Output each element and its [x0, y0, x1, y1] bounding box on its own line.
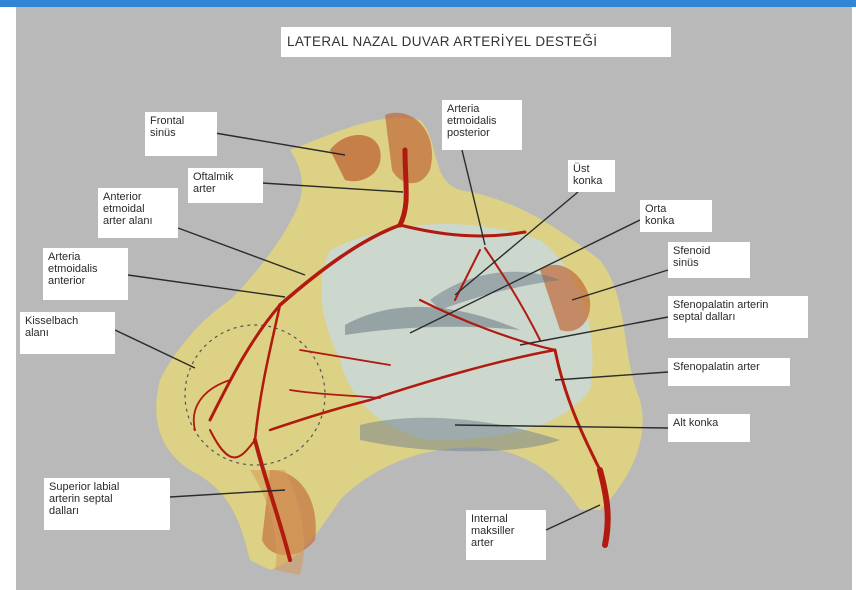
label-internal-maksiller-arter: Internal maksiller arter	[466, 510, 546, 560]
label-sfenopalatin-arter: Sfenopalatin arter	[668, 358, 790, 386]
diagram-title: LATERAL NAZAL DUVAR ARTERİYEL DESTEĞİ	[281, 27, 671, 57]
label-arteria-etmoidalis-anterior: Arteria etmoidalis anterior	[43, 248, 128, 300]
label-kisselbach-alani: Kisselbach alanı	[20, 312, 115, 354]
label-sfenoid-sinus: Sfenoid sinüs	[668, 242, 750, 278]
label-superior-labial: Superior labial arterin septal dalları	[44, 478, 170, 530]
label-frontal-sinus: Frontal sinüs	[145, 112, 217, 156]
label-orta-konka: Orta konka	[640, 200, 712, 232]
label-sfenopalatin-septal-dallari: Sfenopalatin arterin septal dalları	[668, 296, 808, 338]
label-anterior-etmoidal-arter-alani: Anterior etmoidal arter alanı	[98, 188, 178, 238]
label-ust-konka: Üst konka	[568, 160, 615, 192]
label-arteria-etmoidalis-posterior: Arteria etmoidalis posterior	[442, 100, 522, 150]
leader-internal-maksiller	[546, 505, 600, 530]
label-oftalmik-arter: Oftalmik arter	[188, 168, 263, 203]
label-alt-konka: Alt konka	[668, 414, 750, 442]
